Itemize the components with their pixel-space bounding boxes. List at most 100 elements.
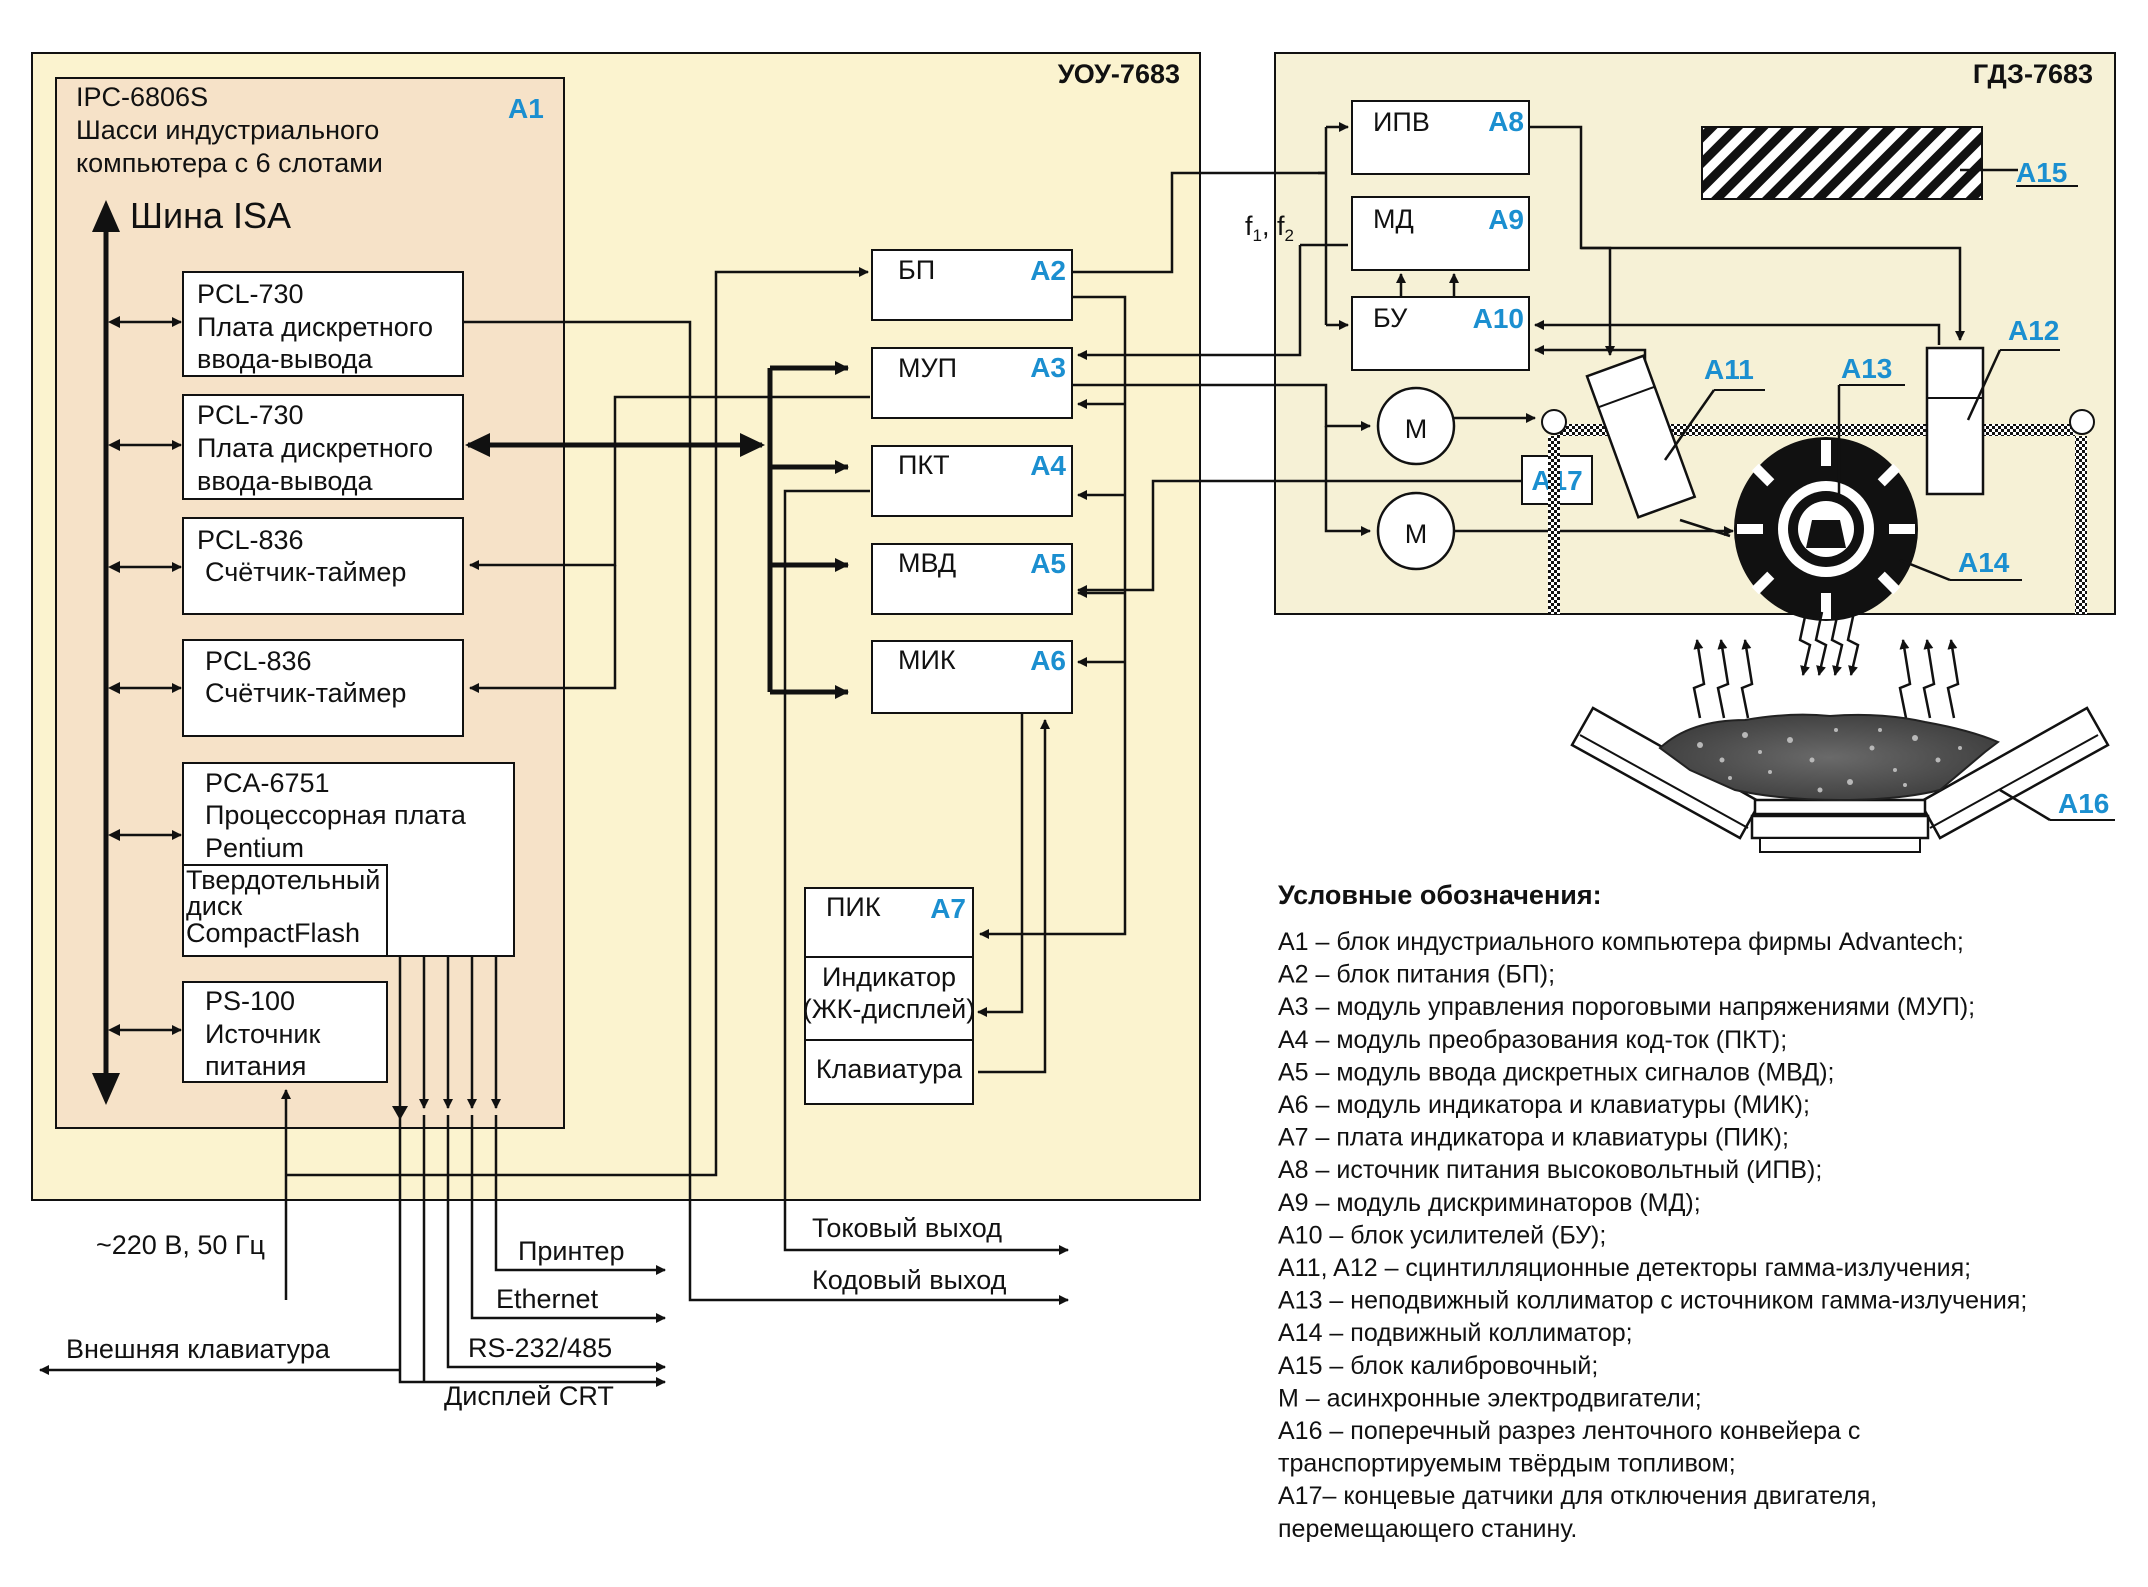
legend-item: A15 – блок калибровочный; <box>1278 1352 1598 1380</box>
legend-item: перемещающего станину. <box>1278 1515 1577 1543</box>
card-ps100 <box>182 981 388 1083</box>
current-out-label: Токовый выход <box>812 1213 1002 1243</box>
keyboard-to-mik <box>978 719 1050 1074</box>
card-5-line-1: PCA-6751 <box>205 768 330 798</box>
card-2-line-2: Плата дискретного <box>197 433 433 463</box>
chassis-line-1: IPC-6806S <box>76 82 208 112</box>
module-bu <box>1351 296 1530 371</box>
calibration-block <box>1701 126 1983 200</box>
chassis-line-2: Шасси индустриального <box>76 115 379 145</box>
proc-to-printer <box>494 1115 666 1275</box>
legend-item: М – асинхронные электродвигатели; <box>1278 1384 1702 1412</box>
legend-item: A5 – модуль ввода дискретных сигналов (М… <box>1278 1058 1835 1086</box>
mains-label: ~220 В, 50 Гц <box>96 1230 265 1260</box>
module-ipv-name: ИПВ <box>1373 107 1430 137</box>
mup-to-motor-2 <box>1324 426 1371 536</box>
frame-wheel-right <box>2069 409 2095 435</box>
pik-indicator-line-1: Индикатор <box>822 962 956 992</box>
mup-to-counter2 <box>469 565 617 693</box>
legend-item: A8 – источник питания высоковольтный (ИП… <box>1278 1156 1822 1184</box>
rs-label: RS-232/485 <box>468 1333 612 1363</box>
a17-to-mvd <box>1077 479 1522 595</box>
uou-title: УОУ-7683 <box>1058 59 1180 89</box>
legend-item: A17– концевые датчики для отключения дви… <box>1278 1482 1877 1510</box>
card-pcl836-2 <box>182 639 464 737</box>
motor-1 <box>1376 386 1456 466</box>
card-2-line-1: PCL-730 <box>197 400 304 430</box>
module-bu-name: БУ <box>1373 303 1408 333</box>
module-bp <box>871 249 1073 321</box>
pkt-to-current-out <box>783 489 1069 1255</box>
frame-right <box>2075 436 2087 614</box>
freq-label: f1, f2 <box>1245 211 1294 245</box>
card-2-line-3: ввода-вывода <box>197 466 374 496</box>
card-3-line-1: PCL-836 <box>197 525 304 555</box>
card-1-line-3: ввода-вывода <box>197 344 374 374</box>
card-pcl730-2 <box>182 394 464 500</box>
module-mvd <box>871 543 1073 615</box>
isa-bus-label: Шина ISA <box>130 195 291 236</box>
gamma-rays-down <box>1798 611 1860 676</box>
card-1-line-2: Плата дискретного <box>197 312 433 342</box>
a11-beam <box>1679 518 1731 538</box>
card2-bus-arrow-right <box>740 433 765 457</box>
conveyor-a16 <box>1570 706 2110 853</box>
chassis-line-3: компьютера с 6 слотами <box>76 148 383 178</box>
legend-title: Условные обозначения: <box>1278 880 1602 910</box>
card-6-line-2: Источник <box>205 1019 320 1049</box>
a14-tag: A14 <box>1958 547 2010 578</box>
module-bp-tag: A2 <box>1030 255 1066 286</box>
card-5-line-2: Процессорная плата <box>205 800 467 830</box>
module-md <box>1351 196 1530 271</box>
legend-item: A10 – блок усилителей (БУ); <box>1278 1221 1606 1249</box>
module-md-name: МД <box>1373 204 1414 234</box>
chassis-tag: A1 <box>508 93 544 124</box>
module-pkt <box>871 445 1073 517</box>
module-pkt-tag: A4 <box>1030 450 1066 481</box>
proc-to-rs <box>446 1115 666 1372</box>
pik-board <box>804 887 974 1105</box>
ext-keyboard-label: Внешняя клавиатура <box>66 1334 331 1364</box>
card1-to-code-out <box>463 320 1069 1305</box>
legend-item: A9 – модуль дискриминаторов (МД); <box>1278 1189 1701 1217</box>
proc-to-ethernet <box>470 1115 666 1323</box>
proc-to-crt <box>398 956 666 1387</box>
legend-item: A1 – блок индустриального компьютера фир… <box>1278 928 1964 956</box>
a12-to-bu <box>1534 320 1941 345</box>
gamma-rays-up-left <box>1692 639 1754 719</box>
crt-label: Дисплей CRT <box>444 1381 614 1411</box>
legend-item: A6 – модуль индикатора и клавиатуры (МИК… <box>1278 1091 1810 1119</box>
disk-line-3: CompactFlash <box>186 918 360 948</box>
legend-item: A7 – плата индикатора и клавиатуры (ПИК)… <box>1278 1124 1789 1152</box>
isa-bus-arrow-top <box>92 200 120 232</box>
module-mvd-name: МВД <box>898 548 956 578</box>
mup-to-counter1 <box>469 395 870 570</box>
module-mik-name: МИК <box>898 645 956 675</box>
module-mik-tag: A6 <box>1030 645 1066 676</box>
card-4-line-2: Счётчик-таймер <box>205 678 406 708</box>
pik-name: ПИК <box>826 892 881 922</box>
ipv-to-a11 <box>1581 246 1615 356</box>
detector-a11 <box>1585 354 1697 519</box>
gamma-rays-up-right <box>1898 639 1960 719</box>
legend-list: A1 – блок индустриального компьютера фир… <box>1278 928 2027 1543</box>
bp-to-pik <box>979 295 1127 939</box>
a15-tag: A15 <box>2016 157 2067 188</box>
legend-item: A14 – подвижный коллиматор; <box>1278 1319 1633 1347</box>
module-bu-tag: A10 <box>1473 303 1524 334</box>
module-bp-name: БП <box>898 255 935 285</box>
module-ipv-tag: A8 <box>1488 106 1524 137</box>
isa-bus-arrow-bottom <box>92 1073 120 1105</box>
module-mup <box>871 347 1073 419</box>
mik-to-indicator <box>977 713 1024 1017</box>
detector-a12 <box>1925 346 1985 496</box>
a16-leader <box>1999 788 2051 822</box>
disk-line-2: диск <box>186 891 242 921</box>
frame-wheel-left <box>1541 409 1567 435</box>
card-6-line-3: питания <box>205 1051 306 1081</box>
frame-left <box>1548 436 1560 614</box>
card-pcl836-1 <box>182 517 464 615</box>
card-6-line-1: PS-100 <box>205 986 295 1016</box>
proc-crt-arrow <box>392 1106 408 1120</box>
